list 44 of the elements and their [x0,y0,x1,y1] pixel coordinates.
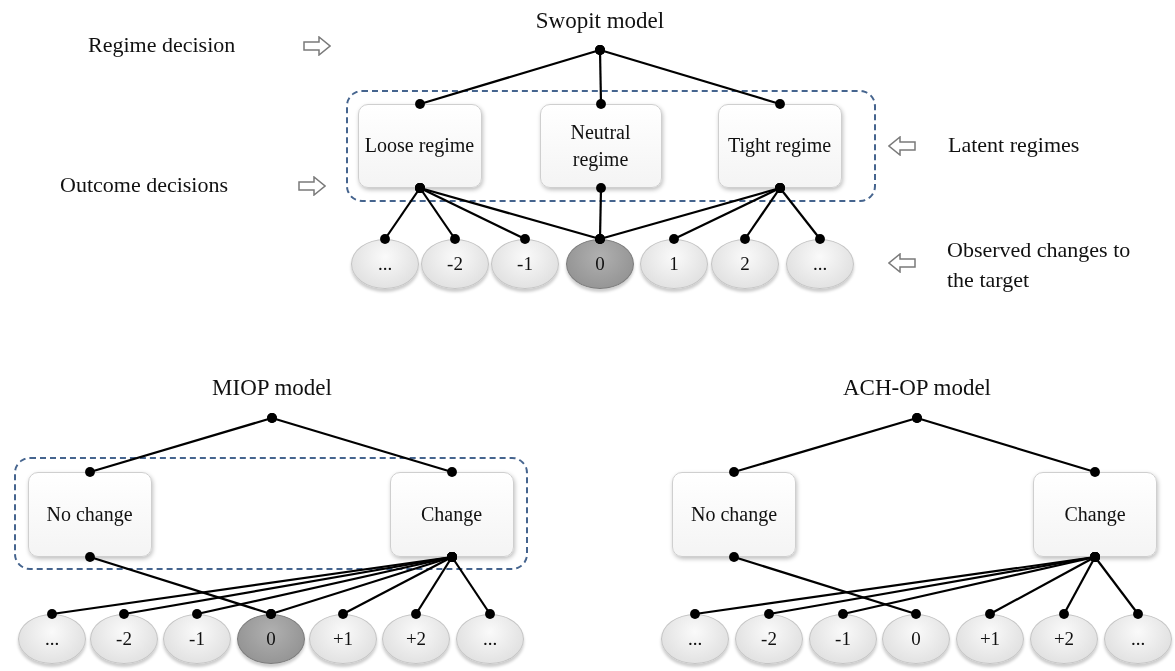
outcome-ellipse: -2 [90,614,158,664]
outcome-ellipse: ... [661,614,729,664]
outcome-ellipse: -2 [421,239,489,289]
connector-line [595,45,785,109]
regime-box: Change [389,471,514,557]
regime-box: Neutral regime [539,103,662,188]
outcome-ellipse: -1 [163,614,231,664]
outcome-ellipse: ... [18,614,86,664]
regime-box: Change [1033,472,1157,557]
outcome-ellipse: 1 [640,239,708,289]
regime-box: No change [27,471,152,557]
outcome-ellipse: ... [456,614,524,664]
outcome-ellipse: -1 [809,614,877,664]
outcome-ellipse: 2 [711,239,779,289]
connector-line [775,183,825,244]
connector-line [912,413,1100,477]
regime-box: Loose regime [357,103,482,188]
outcome-ellipse: +2 [1030,614,1098,664]
level-label: Outcome decisions [60,171,229,199]
model-title: MIOP model [212,375,332,401]
dashed-group-frame [346,90,876,202]
level-label: Regime decision [88,31,236,59]
dashed-group-frame [14,457,528,570]
outcome-ellipse: -2 [735,614,803,664]
outcome-ellipse: 0 [882,614,950,664]
connector-line [729,552,921,619]
outcome-ellipse: -1 [491,239,559,289]
model-title: ACH-OP model [843,375,991,401]
connector-line [447,552,495,619]
regime-box: No change [672,472,796,557]
regime-box: Tight regime [717,103,842,188]
outcome-ellipse: 0 [237,614,305,664]
level-label: Latent regimes [948,131,1080,159]
outcome-ellipse: +2 [382,614,450,664]
level-label: Observed changes to the target [947,236,1132,294]
connector-line [1090,552,1143,619]
outcome-ellipse: +1 [309,614,377,664]
outcome-ellipse: +1 [956,614,1024,664]
outcome-ellipse: ... [1104,614,1172,664]
outcome-ellipse: 0 [566,239,634,289]
connector-line [267,413,457,477]
outcome-ellipse: ... [786,239,854,289]
model-title: Swopit model [535,8,665,34]
outcome-ellipse: ... [351,239,419,289]
